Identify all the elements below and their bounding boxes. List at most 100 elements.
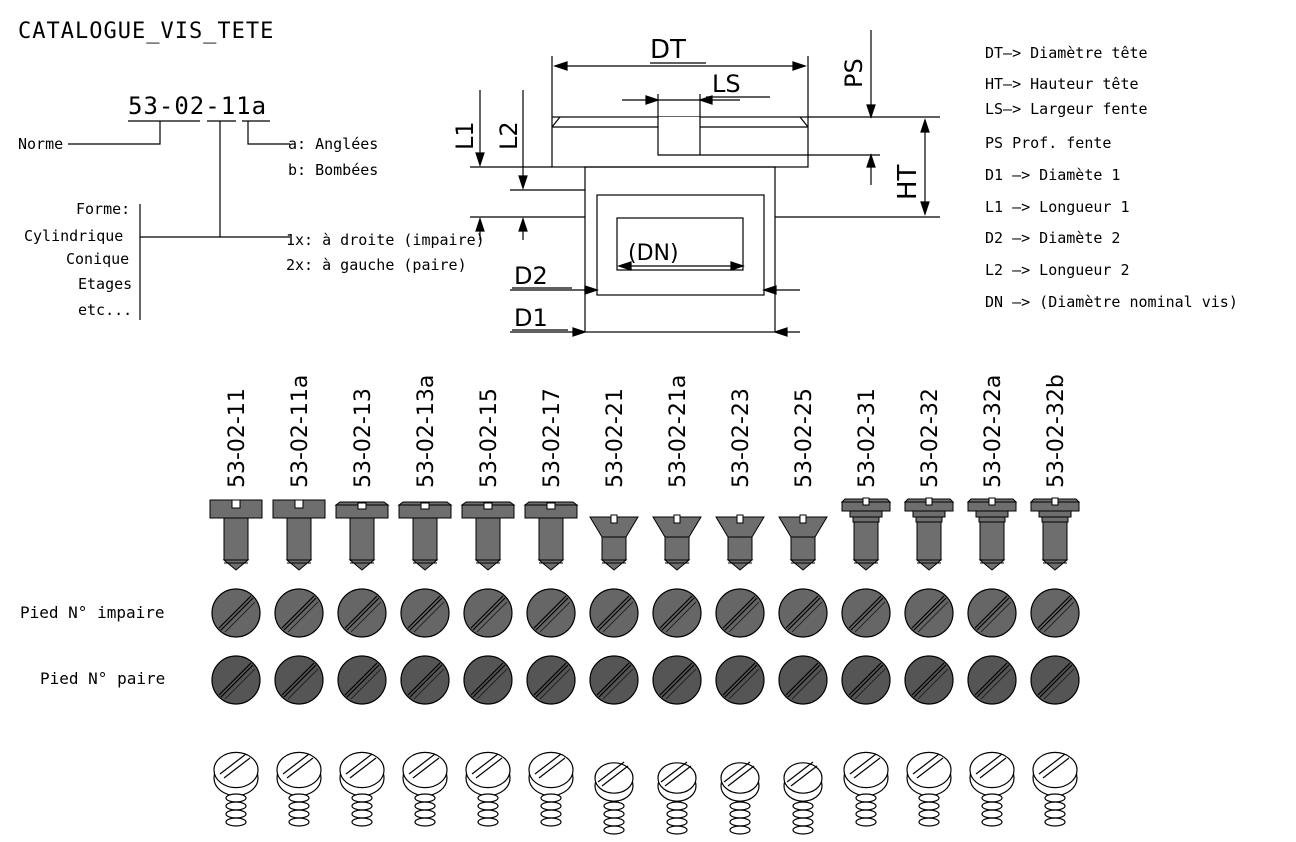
row-label-impaire: Pied N° impaire <box>20 603 165 622</box>
screw-isometric <box>843 751 889 827</box>
legend-item: LS—> Largeur fente <box>985 100 1148 118</box>
foot-option-even: 2x: à gauche (paire) <box>286 256 467 274</box>
odd-foot-disc <box>904 588 954 638</box>
screw-side-profile <box>715 514 765 571</box>
screw-side-profile <box>460 501 516 571</box>
odd-foot-disc <box>211 588 261 638</box>
even-foot-disc <box>841 655 891 705</box>
forme-etages: Etages <box>78 275 132 293</box>
screw-column: 53-02-32a <box>966 375 1018 827</box>
suffix-option-b: b: Bombées <box>288 161 378 179</box>
forme-label: Forme: <box>76 200 130 218</box>
label-l1: L1 <box>451 121 479 150</box>
even-foot-disc <box>400 655 450 705</box>
legend-item: L2 —> Longueur 2 <box>985 261 1130 279</box>
screw-code-label: 53-02-17 <box>540 388 565 488</box>
screw-side-profile <box>1029 497 1081 571</box>
screw-isometric <box>339 751 385 827</box>
screw-isometric <box>783 761 823 835</box>
screw-column: 53-02-25 <box>778 388 828 835</box>
screw-isometric <box>276 751 322 827</box>
even-foot-disc <box>337 655 387 705</box>
label-d1: D1 <box>514 304 548 332</box>
screw-side-profile <box>903 497 955 571</box>
screw-side-profile <box>778 514 828 571</box>
screw-code-label: 53-02-32 <box>918 388 943 488</box>
legend-item: DN —> (Diamètre nominal vis) <box>985 293 1238 311</box>
legend-item: DT—> Diamètre tête <box>985 44 1148 62</box>
even-foot-disc <box>652 655 702 705</box>
screw-column: 53-02-32b <box>1029 374 1081 827</box>
screw-code-label: 53-02-25 <box>792 388 817 488</box>
screw-side-profile <box>589 514 639 571</box>
screw-code-label: 53-02-11 <box>225 388 250 488</box>
even-foot-disc <box>589 655 639 705</box>
odd-foot-disc <box>526 588 576 638</box>
screw-side-profile <box>209 499 263 571</box>
screw-side-profile <box>840 497 892 571</box>
even-foot-disc <box>715 655 765 705</box>
screw-column: 53-02-31 <box>840 388 892 827</box>
dimension-drawing <box>470 30 940 337</box>
screw-column: 53-02-11 <box>209 388 263 827</box>
even-foot-disc <box>904 655 954 705</box>
even-foot-disc <box>274 655 324 705</box>
odd-foot-disc <box>589 588 639 638</box>
screw-code-label: 53-02-32b <box>1044 374 1069 488</box>
screw-isometric <box>465 751 511 827</box>
screw-isometric <box>657 761 697 835</box>
screw-side-profile <box>652 514 702 571</box>
screw-isometric <box>594 761 634 835</box>
screw-code-label: 53-02-11a <box>288 375 313 488</box>
label-dt: DT <box>650 35 686 65</box>
screw-code-label: 53-02-21a <box>666 375 691 488</box>
suffix-option-a: a: Anglées <box>288 135 378 153</box>
screw-column: 53-02-32 <box>903 388 955 827</box>
screw-isometric <box>402 751 448 827</box>
label-l2: L2 <box>495 121 523 150</box>
legend-item: PS Prof. fente <box>985 134 1111 152</box>
legend-item: D2 —> Diamète 2 <box>985 229 1120 247</box>
screw-isometric <box>969 751 1015 827</box>
screw-column: 53-02-23 <box>715 388 765 835</box>
legend-item: D1 —> Diamète 1 <box>985 166 1120 184</box>
legend: DT—> Diamètre tête HT—> Hauteur tête LS—… <box>985 44 1238 311</box>
screw-side-profile <box>397 501 453 571</box>
label-ps: PS <box>840 58 868 88</box>
odd-foot-disc <box>841 588 891 638</box>
screw-side-profile <box>966 497 1018 571</box>
odd-foot-disc <box>274 588 324 638</box>
even-foot-disc <box>967 655 1017 705</box>
even-foot-disc <box>211 655 261 705</box>
screw-column: 53-02-15 <box>460 388 516 827</box>
screw-side-profile <box>272 499 326 571</box>
even-foot-disc <box>526 655 576 705</box>
odd-foot-disc <box>337 588 387 638</box>
odd-foot-disc <box>463 588 513 638</box>
screw-code-label: 53-02-32a <box>981 375 1006 488</box>
row-label-paire: Pied N° paire <box>40 669 165 688</box>
screw-code-label: 53-02-31 <box>855 388 880 488</box>
screw-code-label: 53-02-15 <box>477 388 502 488</box>
even-foot-disc <box>1030 655 1080 705</box>
forme-conique: Conique <box>66 250 129 268</box>
forme-etc: etc... <box>78 301 132 319</box>
label-ht: HT <box>893 164 923 200</box>
odd-foot-disc <box>1030 588 1080 638</box>
label-dn: (DN) <box>628 241 679 266</box>
odd-foot-disc <box>400 588 450 638</box>
label-d2: D2 <box>514 262 548 290</box>
screw-column: 53-02-17 <box>523 388 579 827</box>
label-ls: LS <box>712 70 741 98</box>
screw-column: 53-02-21 <box>589 388 639 835</box>
code-explanation: 53-02-11a Norme a: Anglées b: Bombées Fo… <box>18 92 485 320</box>
screw-code-label: 53-02-23 <box>729 388 754 488</box>
screw-column: 53-02-13 <box>334 388 390 827</box>
screw-side-profile <box>523 501 579 571</box>
screw-code-label: 53-02-21 <box>603 388 628 488</box>
screw-code-label: 53-02-13 <box>351 388 376 488</box>
screw-column: 53-02-21a <box>652 375 702 835</box>
screw-isometric <box>720 761 760 835</box>
